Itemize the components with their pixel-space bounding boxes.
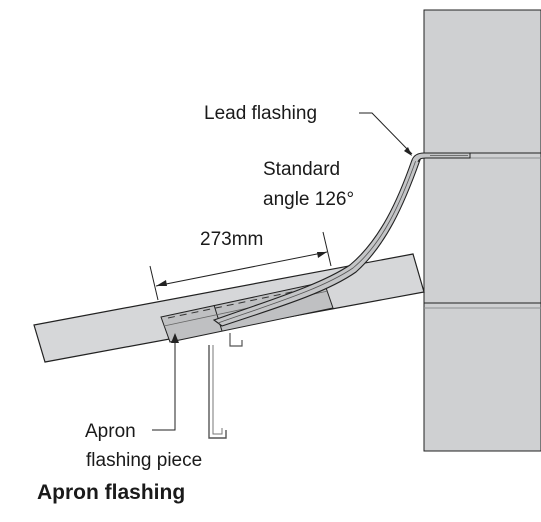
dimension-line [155,251,328,287]
dimension-extension-left [149,265,159,301]
leader-apron-arrow [171,333,179,343]
dimension-273mm [149,231,332,301]
diagram-caption: Apron flashing [37,481,186,504]
lead-flashing-centerline [217,159,417,324]
leader-lead-flashing [359,112,413,155]
wall-block-top [423,9,541,154]
label-dimension: 273mm [200,229,263,250]
label-standard: Standard [263,159,340,180]
wall [423,9,541,452]
label-apron: Apron [85,421,136,442]
label-lead-flashing: Lead flashing [204,103,317,124]
dimension-arrow-right [317,252,327,258]
leader-apron [152,336,176,431]
label-flashing-piece: flashing piece [86,450,202,471]
flashing-clip-hook [229,333,243,347]
label-angle: angle 126° [263,189,354,210]
flashing-clip [208,345,227,439]
flashing-clip-inner [212,345,223,435]
wall-block-middle [423,152,541,304]
leader-lead-flashing-arrow [404,147,412,156]
dimension-extension-right [322,231,332,267]
wall-block-bottom [423,302,541,452]
dimension-arrow-left [156,280,167,286]
